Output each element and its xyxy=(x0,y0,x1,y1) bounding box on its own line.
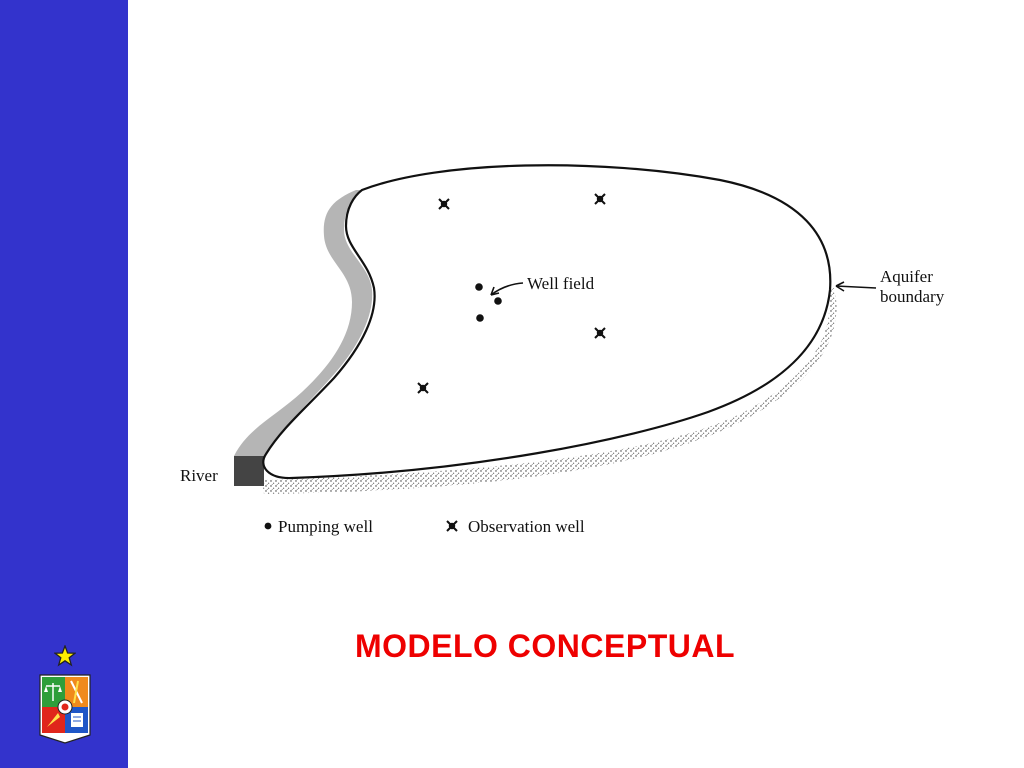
pumping-well xyxy=(475,283,483,291)
well-field-label: Well field xyxy=(527,274,595,293)
sidebar-band xyxy=(0,0,128,768)
aquifer-boundary-arrow xyxy=(835,281,877,292)
legend-observation-well-icon xyxy=(446,520,458,532)
aquifer-boundary-outline xyxy=(262,164,832,480)
slide-title: MODELO CONCEPTUAL xyxy=(354,628,736,664)
legend-pumping-well-icon xyxy=(264,522,272,530)
river-label: River xyxy=(180,466,218,485)
observation-well-icon xyxy=(438,198,450,210)
pumping-well xyxy=(476,314,484,322)
well-field-arrow xyxy=(490,282,524,296)
university-crest-logo xyxy=(39,674,91,744)
river-block xyxy=(234,456,264,486)
legend-observation-well-label: Observation well xyxy=(468,517,585,536)
observation-well-icon xyxy=(594,327,606,339)
river-bank-band xyxy=(234,190,373,458)
aquifer-boundary-label-line2: boundary xyxy=(880,287,945,306)
observation-well-icon xyxy=(417,382,429,394)
legend-pumping-well-label: Pumping well xyxy=(278,517,373,536)
observation-well-icon xyxy=(594,193,606,205)
star-icon xyxy=(54,645,76,667)
pumping-well xyxy=(494,297,502,305)
aquifer-boundary-label-line1: Aquifer xyxy=(880,267,933,286)
